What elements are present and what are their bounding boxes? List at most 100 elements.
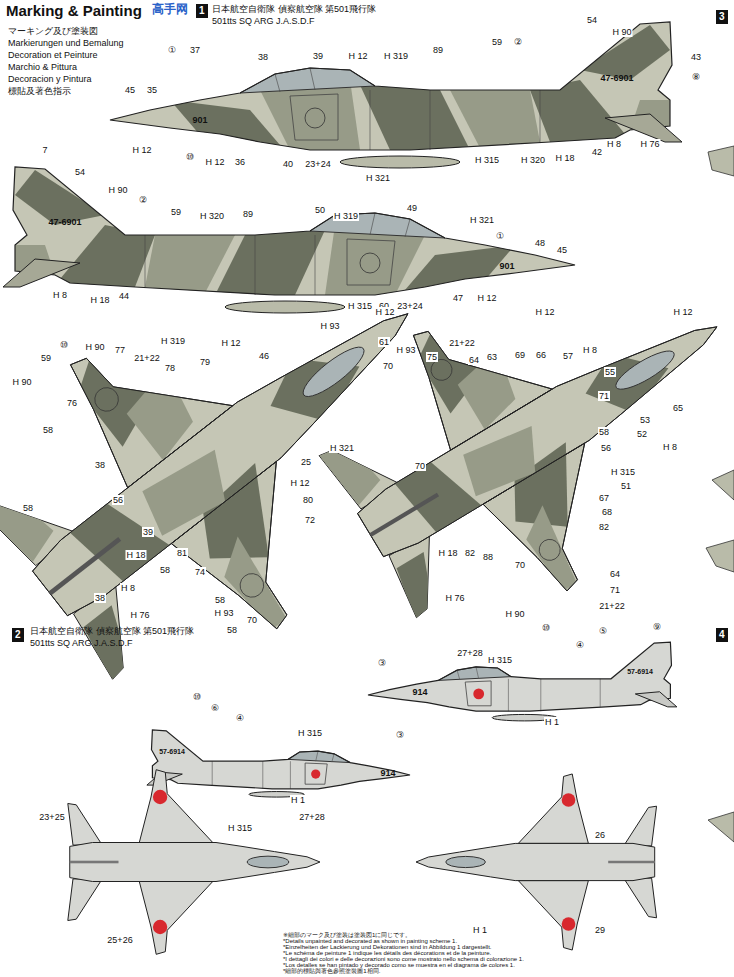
callout-number: H 12 xyxy=(289,478,310,488)
callout-number: H 76 xyxy=(639,139,660,149)
callout-number: 46 xyxy=(258,351,270,361)
callout-number: 35 xyxy=(146,85,158,95)
note-text: *Details unpainted and decorated as show… xyxy=(283,938,457,944)
callout-number: 53 xyxy=(639,415,651,425)
header-text: Decoration et Peinture xyxy=(8,50,98,61)
callout-number: 61 xyxy=(378,337,390,347)
callout-number: H 315 xyxy=(297,728,323,738)
callout-number: H 8 xyxy=(120,583,136,593)
side-view-aircraft xyxy=(147,730,410,797)
callout-number: 54 xyxy=(586,15,598,25)
callout-number: H 320 xyxy=(199,211,225,221)
callout-number: 68 xyxy=(601,507,613,517)
callout-number: 48 xyxy=(534,238,546,248)
scheme-number-box: 4 xyxy=(716,628,728,642)
callout-number: 45 xyxy=(556,245,568,255)
callout-number: ⑩ xyxy=(192,692,202,702)
callout-number: 66 xyxy=(535,350,547,360)
header-text: 日本航空自衛隊 偵察航空隊 第501飛行隊 xyxy=(212,4,376,15)
under-view-aircraft xyxy=(416,774,657,950)
callout-number: 63 xyxy=(486,352,498,362)
callout-number: H 93 xyxy=(213,608,234,618)
callout-number: ⑤ xyxy=(598,626,608,636)
callout-number: ⑩ xyxy=(59,340,69,350)
callout-number: 71 xyxy=(598,391,610,401)
painted-marking: 57-6914 xyxy=(159,747,185,757)
callout-number: 56 xyxy=(600,443,612,453)
callout-number: 82 xyxy=(464,548,476,558)
callout-number: 38 xyxy=(94,460,106,470)
callout-number: 70 xyxy=(414,461,426,471)
callout-number: 70 xyxy=(382,361,394,371)
painted-marking: 914 xyxy=(412,687,427,697)
callout-number: 44 xyxy=(118,291,130,301)
callout-number: H 319 xyxy=(383,51,409,61)
callout-number: 59 xyxy=(491,37,503,47)
callout-number: H 90 xyxy=(611,27,632,37)
callout-number: H 93 xyxy=(395,345,416,355)
callout-number: 88 xyxy=(482,552,494,562)
callout-number: 25+26 xyxy=(106,935,133,945)
callout-number: H 12 xyxy=(204,157,225,167)
scheme-number-box: 1 xyxy=(196,4,208,18)
callout-number: 36 xyxy=(234,157,246,167)
callout-number: H 12 xyxy=(374,307,395,317)
callout-number: 23+25 xyxy=(38,812,65,822)
top-view-aircraft xyxy=(0,182,511,729)
callout-number: ⑨ xyxy=(652,622,662,632)
scheme-number: 1 xyxy=(199,5,205,16)
callout-number: 81 xyxy=(176,548,188,558)
callout-number: H 319 xyxy=(333,211,359,221)
callout-number: 42 xyxy=(591,147,603,157)
callout-number: H 76 xyxy=(129,610,150,620)
callout-number: 52 xyxy=(636,429,648,439)
painted-marking: 914 xyxy=(380,768,395,778)
callout-number: H 76 xyxy=(444,593,465,603)
header-text: 501tts SQ ARG J.A.S.D.F xyxy=(212,16,315,27)
sheet-title: Marking & Painting xyxy=(6,2,142,19)
callout-number: H 90 xyxy=(504,609,525,619)
header-text: Marchio & Pittura xyxy=(8,62,77,73)
callout-number: ③ xyxy=(377,658,387,668)
header-text: 標貼及著色指示 xyxy=(8,86,71,97)
header-text: Markierungen und Bemalung xyxy=(8,38,124,49)
callout-number: 25 xyxy=(300,457,312,467)
side-view-aircraft xyxy=(110,22,682,168)
callout-number: H 320 xyxy=(520,155,546,165)
painted-marking: 901 xyxy=(499,261,514,271)
callout-number: H 12 xyxy=(131,145,152,155)
callout-number: H 315 xyxy=(227,823,253,833)
callout-number: H 1 xyxy=(290,795,306,805)
callout-number: 38 xyxy=(94,593,106,603)
side-view-aircraft xyxy=(368,642,677,721)
scheme-number: 4 xyxy=(719,629,725,640)
callout-number: H 315 xyxy=(474,155,500,165)
callout-number: 59 xyxy=(170,207,182,217)
callout-number: H 12 xyxy=(476,293,497,303)
callout-number: 23+24 xyxy=(304,159,331,169)
callout-number: 45 xyxy=(124,85,136,95)
callout-number: H 321 xyxy=(329,443,355,453)
callout-number: H 12 xyxy=(220,338,241,348)
note-text: *Le schéma de peinture 1 indique les dét… xyxy=(283,950,491,956)
painted-marking: 47-6901 xyxy=(600,73,633,83)
note-text: *Los detalles se han pintado y decorado … xyxy=(283,962,515,968)
partial-aircraft xyxy=(706,146,734,842)
painted-marking: 57-6914 xyxy=(627,667,653,677)
callout-number: 38 xyxy=(257,52,269,62)
callout-number: 69 xyxy=(514,350,526,360)
callout-number: H 90 xyxy=(107,185,128,195)
callout-number: 50 xyxy=(314,205,326,215)
callout-number: 75 xyxy=(426,352,438,362)
callout-number: 21+22 xyxy=(133,353,160,363)
scheme-number: 3 xyxy=(719,11,725,22)
top-view-aircraft xyxy=(68,770,320,955)
callout-number: 49 xyxy=(406,203,418,213)
callout-number: 89 xyxy=(432,45,444,55)
callout-number: ② xyxy=(513,37,523,47)
callout-number: H 321 xyxy=(469,215,495,225)
callout-number: 70 xyxy=(514,560,526,570)
callout-number: 29 xyxy=(594,925,606,935)
header-text: 501tts SQ ARG J.A.S.D.F xyxy=(30,638,133,649)
callout-number: 55 xyxy=(604,367,616,377)
